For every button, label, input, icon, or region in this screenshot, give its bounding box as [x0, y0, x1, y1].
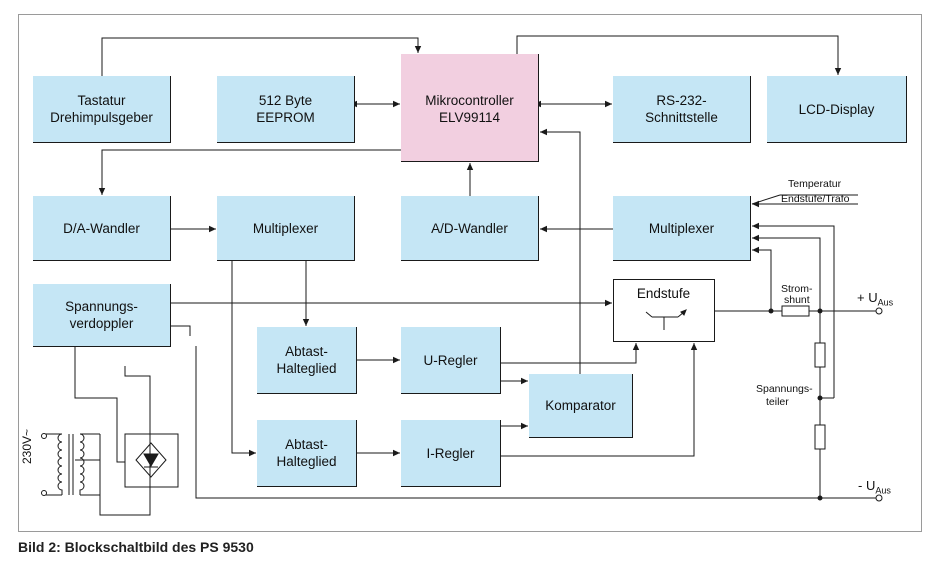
- sh1-label-2: Halteglied: [276, 361, 337, 376]
- rectifier-icon: [135, 442, 167, 478]
- divider-label-1: Spannungs-: [756, 383, 813, 395]
- sample-hold-2-block: Abtast- Halteglied: [257, 420, 356, 486]
- rs232-label-1: RS-232-: [656, 93, 707, 108]
- u-out-minus-text: - U: [858, 478, 876, 493]
- mux2-label: Multiplexer: [648, 220, 715, 236]
- junctions: [41, 307, 883, 502]
- adc-block: A/D-Wandler: [401, 196, 538, 260]
- shunt-label-1: Strom-: [781, 283, 813, 295]
- eeprom-block: 512 Byte EEPROM: [217, 76, 354, 142]
- comparator-label: Komparator: [545, 398, 616, 413]
- sample-hold-1-block: Abtast- Halteglied: [257, 327, 356, 393]
- rs232-block: RS-232- Schnittstelle: [613, 76, 750, 142]
- temp-source-label: Endstufe/Trafo: [781, 193, 850, 205]
- mcu-label-1: Mikrocontroller: [425, 93, 514, 108]
- u-out-plus-text: + U: [857, 290, 878, 305]
- mux1-block: Multiplexer: [217, 196, 354, 260]
- i-controller-label: I-Regler: [426, 445, 475, 461]
- keypad-block: Tastatur Drehimpulsgeber: [33, 76, 170, 142]
- i-controller-block: I-Regler: [401, 420, 500, 486]
- eeprom-label-1: 512 Byte: [258, 93, 313, 108]
- eeprom-label-2: EEPROM: [256, 110, 315, 125]
- mux1-label: Multiplexer: [252, 220, 319, 236]
- signal-lines: [44, 35, 876, 516]
- figure-caption: Bild 2: Blockschaltbild des PS 9530: [18, 539, 254, 555]
- mux2-block: Multiplexer: [613, 196, 750, 260]
- output-stage-label: Endstufe: [636, 286, 691, 301]
- transformer-coils: [57, 433, 85, 495]
- sh2-label-2: Halteglied: [276, 454, 337, 469]
- dac-block: D/A-Wandler: [33, 196, 170, 260]
- u-controller-label: U-Regler: [423, 352, 478, 368]
- u-out-plus-sub: Aus: [877, 297, 894, 308]
- doubler-label-2: verdoppler: [69, 316, 134, 331]
- transistor-icon: [645, 309, 687, 330]
- dac-label: D/A-Wandler: [63, 220, 140, 236]
- u-out-plus-label: + UAus: [857, 290, 893, 308]
- u-controller-block: U-Regler: [401, 327, 500, 393]
- keypad-label-2: Drehimpulsgeber: [50, 110, 153, 125]
- comparator-block: Komparator: [529, 374, 632, 437]
- u-out-minus-sub: Aus: [875, 485, 891, 496]
- sh1-label-1: Abtast-: [285, 344, 328, 359]
- sh2-label-1: Abtast-: [285, 437, 328, 452]
- u-out-minus-label: - UAus: [858, 478, 891, 496]
- divider-label-2: teiler: [766, 396, 789, 408]
- lcd-label: LCD-Display: [798, 101, 875, 117]
- lcd-block: LCD-Display: [767, 76, 906, 142]
- mcu-label-2: ELV99114: [438, 110, 501, 125]
- rs232-label-2: Schnittstelle: [645, 110, 718, 125]
- mains-label: 230V~: [20, 428, 34, 464]
- temperature-label: Temperatur: [788, 178, 842, 190]
- shunt-label-2: shunt: [784, 294, 810, 306]
- doubler-label-1: Spannungs-: [65, 299, 138, 314]
- keypad-label-1: Tastatur: [77, 93, 126, 108]
- doubler-block: Spannungs- verdoppler: [33, 284, 170, 346]
- mcu-block: Mikrocontroller ELV99114: [401, 54, 538, 161]
- adc-label: A/D-Wandler: [431, 220, 508, 236]
- output-stage-block: Endstufe: [613, 279, 714, 341]
